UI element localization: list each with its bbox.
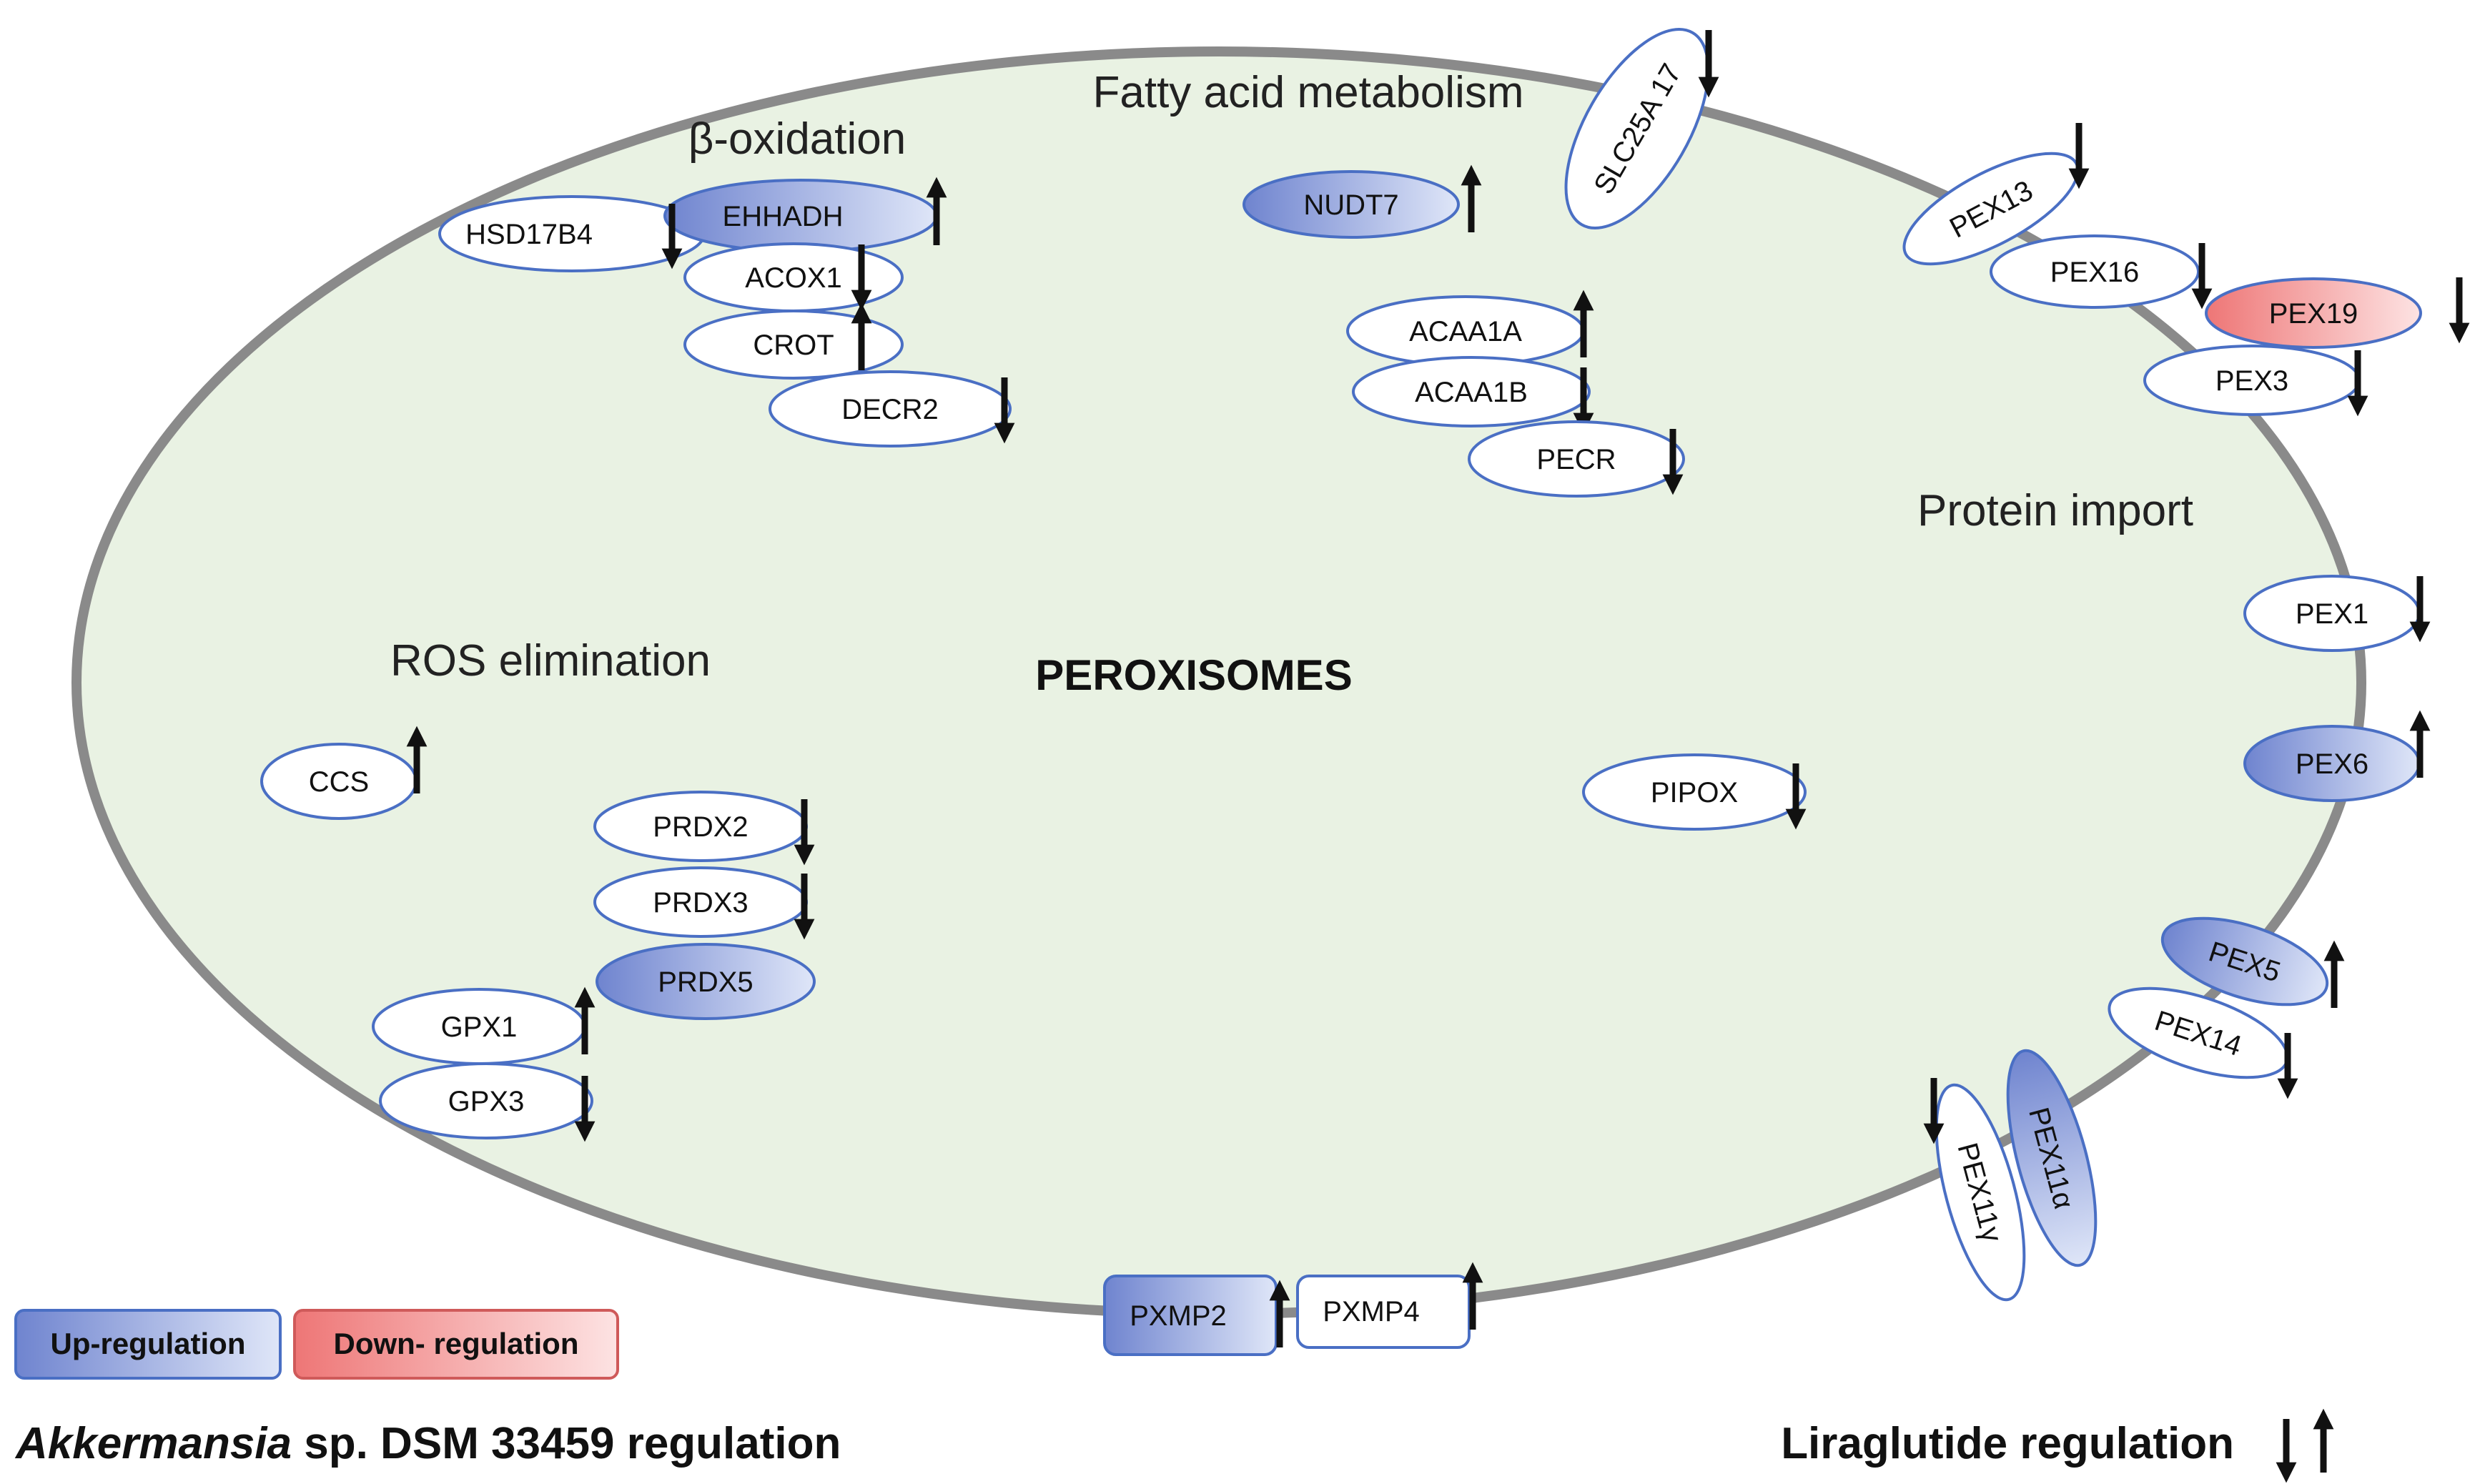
header-fatty-acid-metabolism: Fatty acid metabolism — [1093, 68, 1524, 117]
svg-text:GPX1: GPX1 — [441, 1011, 518, 1043]
svg-text:PXMP2: PXMP2 — [1130, 1300, 1227, 1332]
diagram-title: PEROXISOMES — [1035, 651, 1352, 699]
gene-pex14: PEX14 — [2108, 986, 2289, 1079]
gene-pex3: PEX3 — [2143, 345, 2361, 416]
svg-text:DECR2: DECR2 — [841, 394, 939, 425]
akkermansia-rest: sp. DSM 33459 regulation — [292, 1419, 841, 1468]
svg-text:CROT: CROT — [753, 330, 834, 361]
gene-acox1: ACOX1 — [683, 242, 904, 312]
svg-text:Up-regulation: Up-regulation — [51, 1327, 246, 1360]
svg-text:ACOX1: ACOX1 — [745, 262, 842, 294]
gene-pex6: PEX6 — [2243, 725, 2421, 802]
gene-prdx2: PRDX2 — [593, 791, 808, 862]
gene-gpx3: GPX3 — [379, 1062, 593, 1139]
gene-gpx1: GPX1 — [372, 988, 586, 1065]
gene-decr2: DECR2 — [769, 370, 1012, 447]
header-protein-import: Protein import — [1917, 486, 2193, 535]
legend-akkermansia-regulation: Akkermansia sp. DSM 33459 regulation — [14, 1419, 841, 1468]
svg-text:Down- regulation: Down- regulation — [334, 1327, 579, 1360]
svg-text:ACAA1A: ACAA1A — [1409, 316, 1522, 347]
svg-text:HSD17B4: HSD17B4 — [465, 219, 593, 250]
svg-text:PRDX3: PRDX3 — [653, 887, 748, 919]
svg-text:PEX1: PEX1 — [2296, 598, 2368, 630]
legend-up-regulation: Up-regulation — [14, 1309, 282, 1380]
gene-pex16: PEX16 — [1990, 234, 2200, 309]
gene-pex11y: PEX11γ — [1935, 1083, 2026, 1302]
svg-text:PXMP4: PXMP4 — [1323, 1296, 1420, 1327]
gene-ccs: CCS — [260, 743, 418, 820]
legend-down-regulation: Down- regulation — [293, 1309, 619, 1380]
svg-text:ACAA1B: ACAA1B — [1415, 377, 1528, 408]
gene-pex1: PEX1 — [2243, 575, 2421, 652]
gene-pipox: PIPOX — [1582, 753, 1807, 831]
gene-hsd17b4: HSD17B4 — [438, 195, 706, 272]
akkermansia-genus: Akkermansia — [14, 1419, 292, 1468]
svg-text:EHHADH: EHHADH — [723, 201, 844, 232]
svg-text:PRDX2: PRDX2 — [653, 811, 748, 843]
gene-pxmp4: PXMP4 — [1296, 1275, 1471, 1349]
svg-text:PIPOX: PIPOX — [1651, 777, 1738, 808]
svg-text:PECR: PECR — [1536, 444, 1616, 475]
gene-pex5: PEX5 — [2160, 916, 2329, 1006]
gene-pxmp2: PXMP2 — [1103, 1275, 1278, 1356]
svg-text:PRDX5: PRDX5 — [658, 966, 753, 998]
gene-crot: CROT — [683, 310, 904, 380]
svg-text:GPX3: GPX3 — [448, 1086, 525, 1117]
gene-acaa1a: ACAA1A — [1346, 295, 1585, 367]
gene-acaa1b: ACAA1B — [1352, 356, 1591, 427]
svg-text:PEX6: PEX6 — [2296, 748, 2368, 780]
gene-nudt7: NUDT7 — [1242, 170, 1460, 239]
gene-prdx5: PRDX5 — [596, 943, 816, 1020]
svg-text:CCS: CCS — [309, 766, 369, 798]
svg-text:PEX19: PEX19 — [2269, 298, 2358, 330]
gene-prdx3: PRDX3 — [593, 866, 808, 938]
svg-text:NUDT7: NUDT7 — [1303, 189, 1398, 221]
svg-text:PEX16: PEX16 — [2050, 257, 2140, 288]
header-ros-elimination: ROS elimination — [390, 636, 711, 686]
gene-pex19: PEX19 — [2205, 277, 2422, 349]
legend-liraglutide-regulation: Liraglutide regulation — [1781, 1419, 2234, 1468]
header-beta-oxidation: β-oxidation — [688, 114, 906, 164]
gene-pecr: PECR — [1468, 420, 1685, 498]
gene-ehhadh: EHHADH — [663, 179, 938, 253]
gene-pex11a: PEX11α — [2006, 1049, 2098, 1267]
svg-text:PEX3: PEX3 — [2215, 365, 2288, 397]
